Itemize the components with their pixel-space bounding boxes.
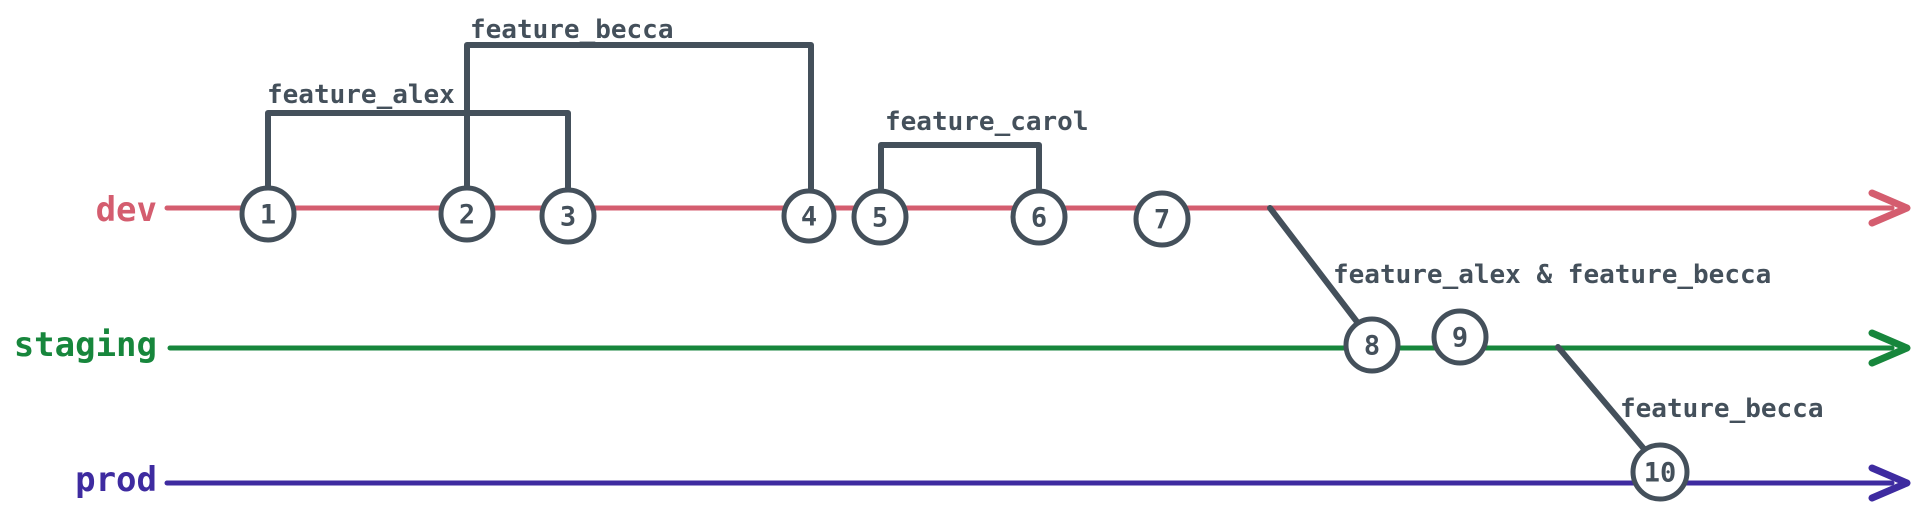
merge-edge-dev-to-staging — [1267, 205, 1367, 334]
feature-bracket-becca — [464, 42, 814, 194]
commit-nodes: 1 2 3 4 5 6 7 — [239, 185, 1690, 502]
commit-number: 3 — [560, 202, 576, 233]
feature-alex-label: feature_alex — [267, 80, 455, 110]
merge-label-staging: feature_alex & feature_becca — [1333, 260, 1771, 290]
prod-arrowhead-icon — [1868, 464, 1911, 502]
commit-number: 8 — [1364, 331, 1380, 362]
commit-node-5: 5 — [851, 188, 909, 246]
feature-bracket-alex — [265, 110, 571, 194]
commit-node-8: 8 — [1343, 316, 1401, 374]
commit-circle — [539, 187, 597, 245]
commit-number: 4 — [801, 202, 817, 233]
commit-circle — [438, 185, 496, 243]
commit-number: 9 — [1452, 323, 1468, 354]
commit-circle — [781, 188, 837, 244]
commit-circle — [1133, 190, 1191, 248]
staging-arrowhead-icon — [1868, 329, 1911, 367]
commit-circle — [1343, 316, 1401, 374]
branch-label-dev: dev — [96, 190, 157, 230]
feature-becca-label: feature_becca — [470, 15, 674, 45]
commit-number: 10 — [1644, 458, 1677, 489]
commit-circle — [1010, 188, 1068, 246]
commit-node-1: 1 — [239, 185, 297, 243]
commit-number: 1 — [260, 200, 276, 231]
branch-label-staging: staging — [14, 325, 157, 365]
commit-circle — [851, 188, 909, 246]
commit-number: 7 — [1154, 205, 1170, 236]
feature-bracket-carol — [878, 142, 1042, 195]
commit-node-3: 3 — [539, 187, 597, 245]
branch-line-prod — [164, 464, 1911, 502]
merge-label-prod: feature_becca — [1620, 394, 1824, 424]
commit-node-7: 7 — [1133, 190, 1191, 248]
commit-number: 2 — [459, 200, 475, 231]
branch-label-prod: prod — [75, 460, 157, 500]
branch-line-staging — [167, 329, 1911, 367]
commit-node-2: 2 — [438, 185, 496, 243]
commit-number: 6 — [1031, 203, 1047, 234]
dev-arrowhead-icon — [1868, 189, 1911, 227]
commit-circle — [1431, 308, 1489, 366]
commit-node-9: 9 — [1431, 308, 1489, 366]
commit-circle — [1630, 442, 1690, 502]
merge-edge-staging-to-prod — [1555, 344, 1653, 459]
commit-circle — [239, 185, 297, 243]
feature-carol-label: feature_carol — [885, 107, 1089, 137]
commit-number: 5 — [872, 203, 888, 234]
commit-node-10: 10 — [1630, 442, 1690, 502]
commit-node-6: 6 — [1010, 188, 1068, 246]
commit-node-4: 4 — [781, 188, 837, 244]
